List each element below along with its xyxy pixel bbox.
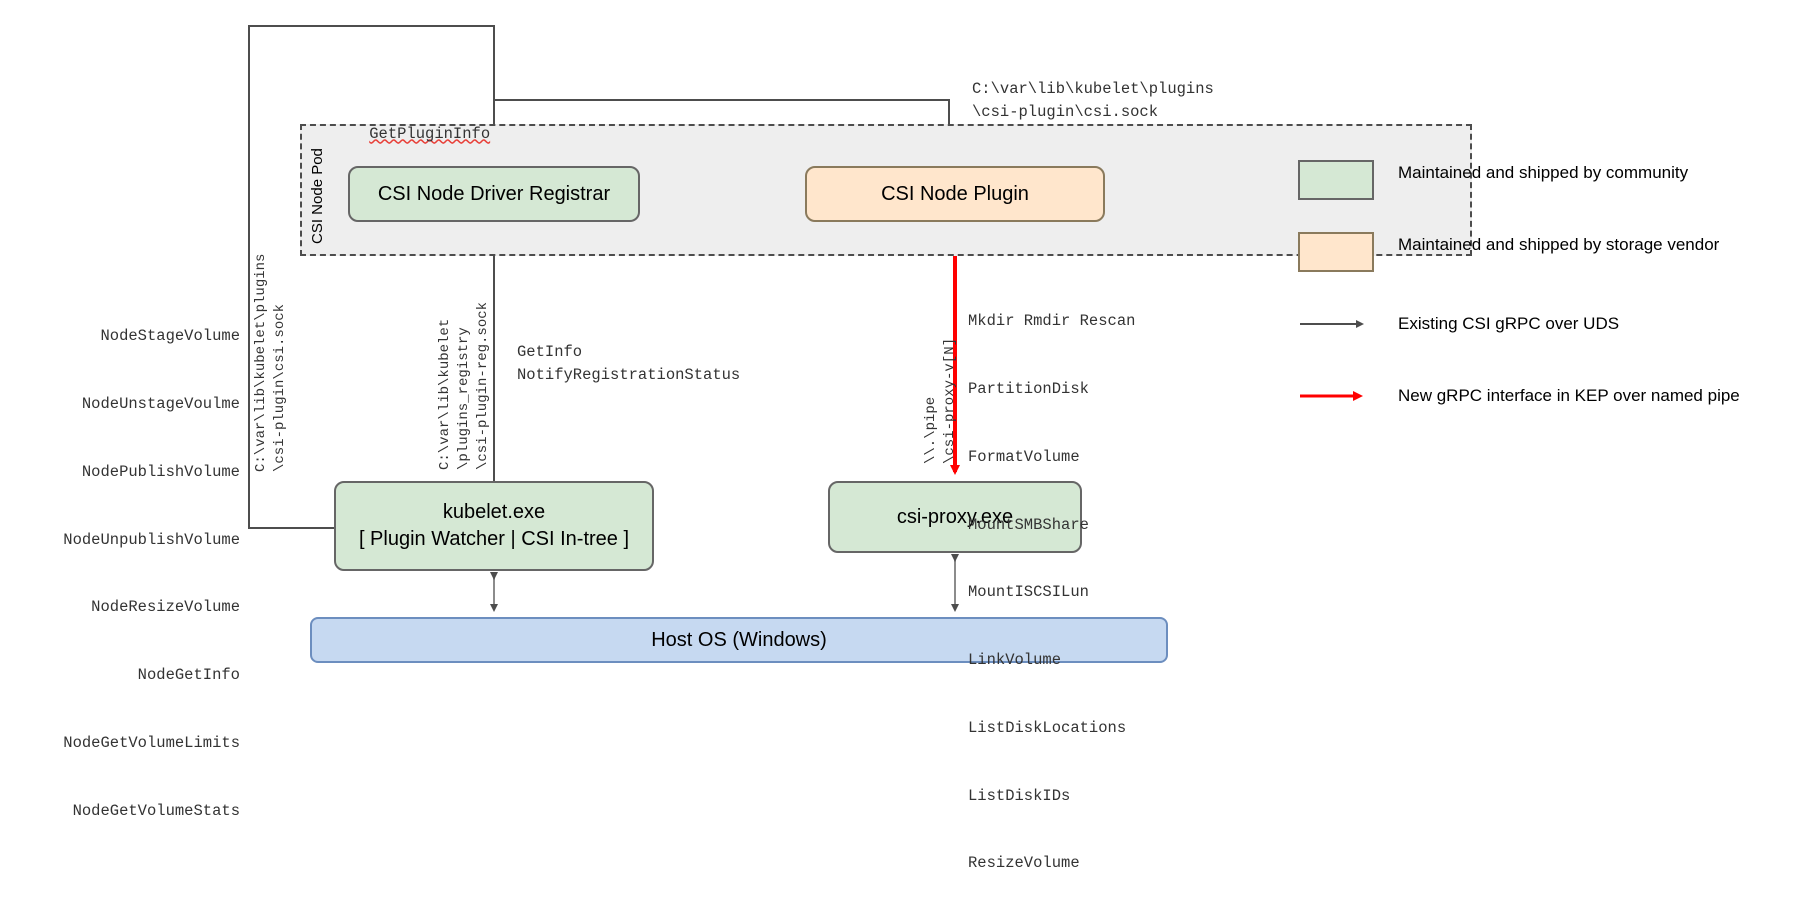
- csi-proxy-api-list: Mkdir Rmdir Rescan PartitionDisk FormatV…: [968, 265, 1135, 920]
- legend-item-community: Maintained and shipped by community: [1298, 160, 1768, 200]
- csi-proxy-api-item: PartitionDisk: [968, 379, 1089, 398]
- kubelet-exe-sublabel: [ Plugin Watcher | CSI In-tree ]: [358, 528, 630, 550]
- node-api-item: NodePublishVolume: [81, 462, 240, 481]
- csi-node-pod-label: CSI Node Pod: [309, 148, 326, 244]
- named-pipe-vertical-label: \\.\pipe \csi-proxy-v[N]: [923, 337, 958, 464]
- csi-proxy-api-item: FormatVolume: [968, 447, 1080, 466]
- csi-plugin-socket-path-label: C:\var\lib\kubelet\plugins \csi-plugin\c…: [972, 80, 1214, 121]
- diagram-canvas: CSI Node Pod CSI Node Driver Registrar C…: [63, 25, 1768, 872]
- node-api-item: NodeStageVolume: [100, 327, 240, 346]
- csi-proxy-api-item: LinkVolume: [968, 651, 1062, 670]
- node-api-item: NodeUnpublishVolume: [63, 530, 240, 549]
- node-service-api-list: NodeStageVolume NodeUnstageVoulme NodePu…: [0, 280, 240, 867]
- legend-item-new-named-pipe: New gRPC interface in KEP over named pip…: [1298, 376, 1768, 416]
- kubelet-exe-label: kubelet.exe: [442, 501, 546, 523]
- csi-proxy-api-item: ResizeVolume: [968, 854, 1080, 873]
- legend: Maintained and shipped by community Main…: [1298, 160, 1768, 448]
- legend-label-new-named-pipe: New gRPC interface in KEP over named pip…: [1398, 386, 1740, 405]
- node-api-item: NodeResizeVolume: [91, 598, 240, 617]
- csi-proxy-api-item: Mkdir Rmdir Rescan: [968, 312, 1136, 331]
- csi-proxy-exe-label: csi-proxy.exe: [896, 505, 1014, 528]
- csi-proxy-exe-box[interactable]: csi-proxy.exe: [828, 481, 1082, 553]
- csi-proxy-api-item: MountISCSILun: [968, 583, 1089, 602]
- legend-arrow-gray-icon: [1298, 304, 1374, 344]
- csi-node-driver-registrar-box[interactable]: CSI Node Driver Registrar: [348, 166, 640, 222]
- node-api-item: NodeUnstageVoulme: [81, 394, 240, 413]
- csi-node-driver-registrar-label: CSI Node Driver Registrar: [377, 182, 611, 205]
- csi-proxy-api-item: ListDiskLocations: [968, 718, 1127, 737]
- node-api-item: NodeGetVolumeLimits: [63, 733, 240, 752]
- host-os-box[interactable]: Host OS (Windows): [310, 617, 1168, 663]
- node-api-item: NodeGetInfo: [137, 666, 240, 685]
- kubelet-exe-box[interactable]: kubelet.exe [ Plugin Watcher | CSI In-tr…: [334, 481, 654, 571]
- get-plugin-info-text: GetPluginInfo: [369, 124, 491, 143]
- legend-item-existing-uds: Existing CSI gRPC over UDS: [1298, 304, 1768, 344]
- legend-swatch-yellow: [1298, 232, 1374, 272]
- host-os-label: Host OS (Windows): [651, 628, 827, 651]
- csi-proxy-api-item: ListDiskIDs: [968, 786, 1071, 805]
- legend-item-vendor: Maintained and shipped by storage vendor: [1298, 232, 1768, 272]
- legend-label-community: Maintained and shipped by community: [1398, 163, 1689, 182]
- registration-calls-label: GetInfo NotifyRegistrationStatus: [517, 343, 741, 384]
- csi-node-plugin-label: CSI Node Plugin: [881, 182, 1029, 205]
- legend-label-existing-uds: Existing CSI gRPC over UDS: [1398, 314, 1620, 333]
- get-plugin-info-label: GetPluginInfo: [332, 100, 490, 168]
- csi-node-plugin-box[interactable]: CSI Node Plugin: [805, 166, 1105, 222]
- legend-arrow-red-icon: [1298, 376, 1374, 416]
- legend-swatch-green: [1298, 160, 1374, 200]
- plugins-registry-socket-vertical-label: C:\var\lib\kubelet \plugins_registry \cs…: [437, 301, 491, 470]
- legend-label-vendor: Maintained and shipped by storage vendor: [1398, 235, 1720, 254]
- node-api-item: NodeGetVolumeStats: [72, 801, 240, 820]
- kubelet-plugins-socket-vertical-label: C:\var\lib\kubelet\plugins \csi-plugin\c…: [253, 253, 288, 472]
- csi-proxy-api-item: MountSMBShare: [968, 515, 1089, 534]
